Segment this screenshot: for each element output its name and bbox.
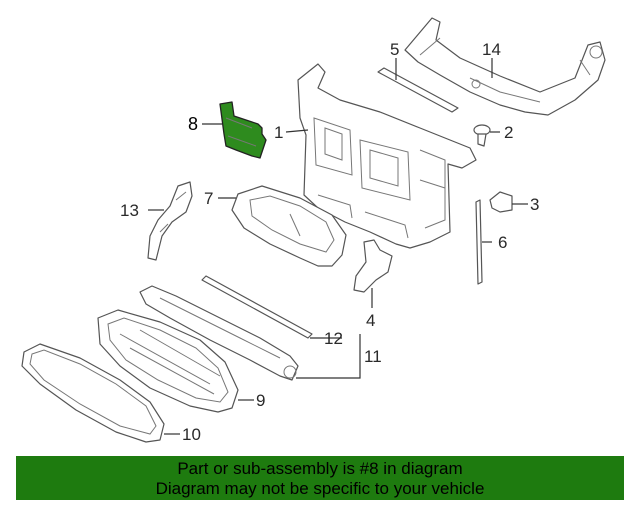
part-7-grille-frame <box>231 185 347 267</box>
part-4-lower-bracket <box>353 239 393 293</box>
callout-12: 12 <box>324 329 343 348</box>
part-9-grille <box>97 309 239 413</box>
leader-lines <box>148 58 528 435</box>
part-10-trim-ring <box>21 343 165 443</box>
banner-line-part: Part or sub-assembly is #8 in diagram <box>177 459 463 478</box>
callout-11: 11 <box>364 347 382 366</box>
callout-9: 9 <box>256 391 265 410</box>
part-8-highlighted-bracket <box>219 101 267 159</box>
part-13-duct-bracket <box>147 181 193 261</box>
callout-7: 7 <box>204 189 213 208</box>
callout-10: 10 <box>182 425 201 444</box>
callout-1: 1 <box>274 123 283 142</box>
callout-14: 14 <box>482 40 501 59</box>
callout-5: 5 <box>390 40 399 59</box>
callout-3: 3 <box>530 195 539 214</box>
part-5-seal-strip <box>377 67 459 113</box>
part-12-seal-strip <box>201 275 313 339</box>
part-11-air-guide <box>139 285 299 381</box>
parts-diagram: 5 14 1 2 3 6 4 7 8 13 12 11 9 10 <box>21 17 606 444</box>
part-3-bracket <box>489 191 513 213</box>
callout-6: 6 <box>498 233 507 252</box>
banner-line-disclaimer: Diagram may not be specific to your vehi… <box>155 479 485 498</box>
part-2-clip <box>473 124 491 147</box>
part-6-side-strip <box>475 199 483 285</box>
callout-4: 4 <box>366 311 375 330</box>
part-14-support-beam <box>404 17 606 116</box>
part-1-front-carrier <box>297 63 477 249</box>
callout-2: 2 <box>504 123 513 142</box>
info-banner: Part or sub-assembly is #8 in diagram Di… <box>16 456 624 500</box>
callout-8: 8 <box>188 114 198 134</box>
callout-13: 13 <box>120 201 139 220</box>
